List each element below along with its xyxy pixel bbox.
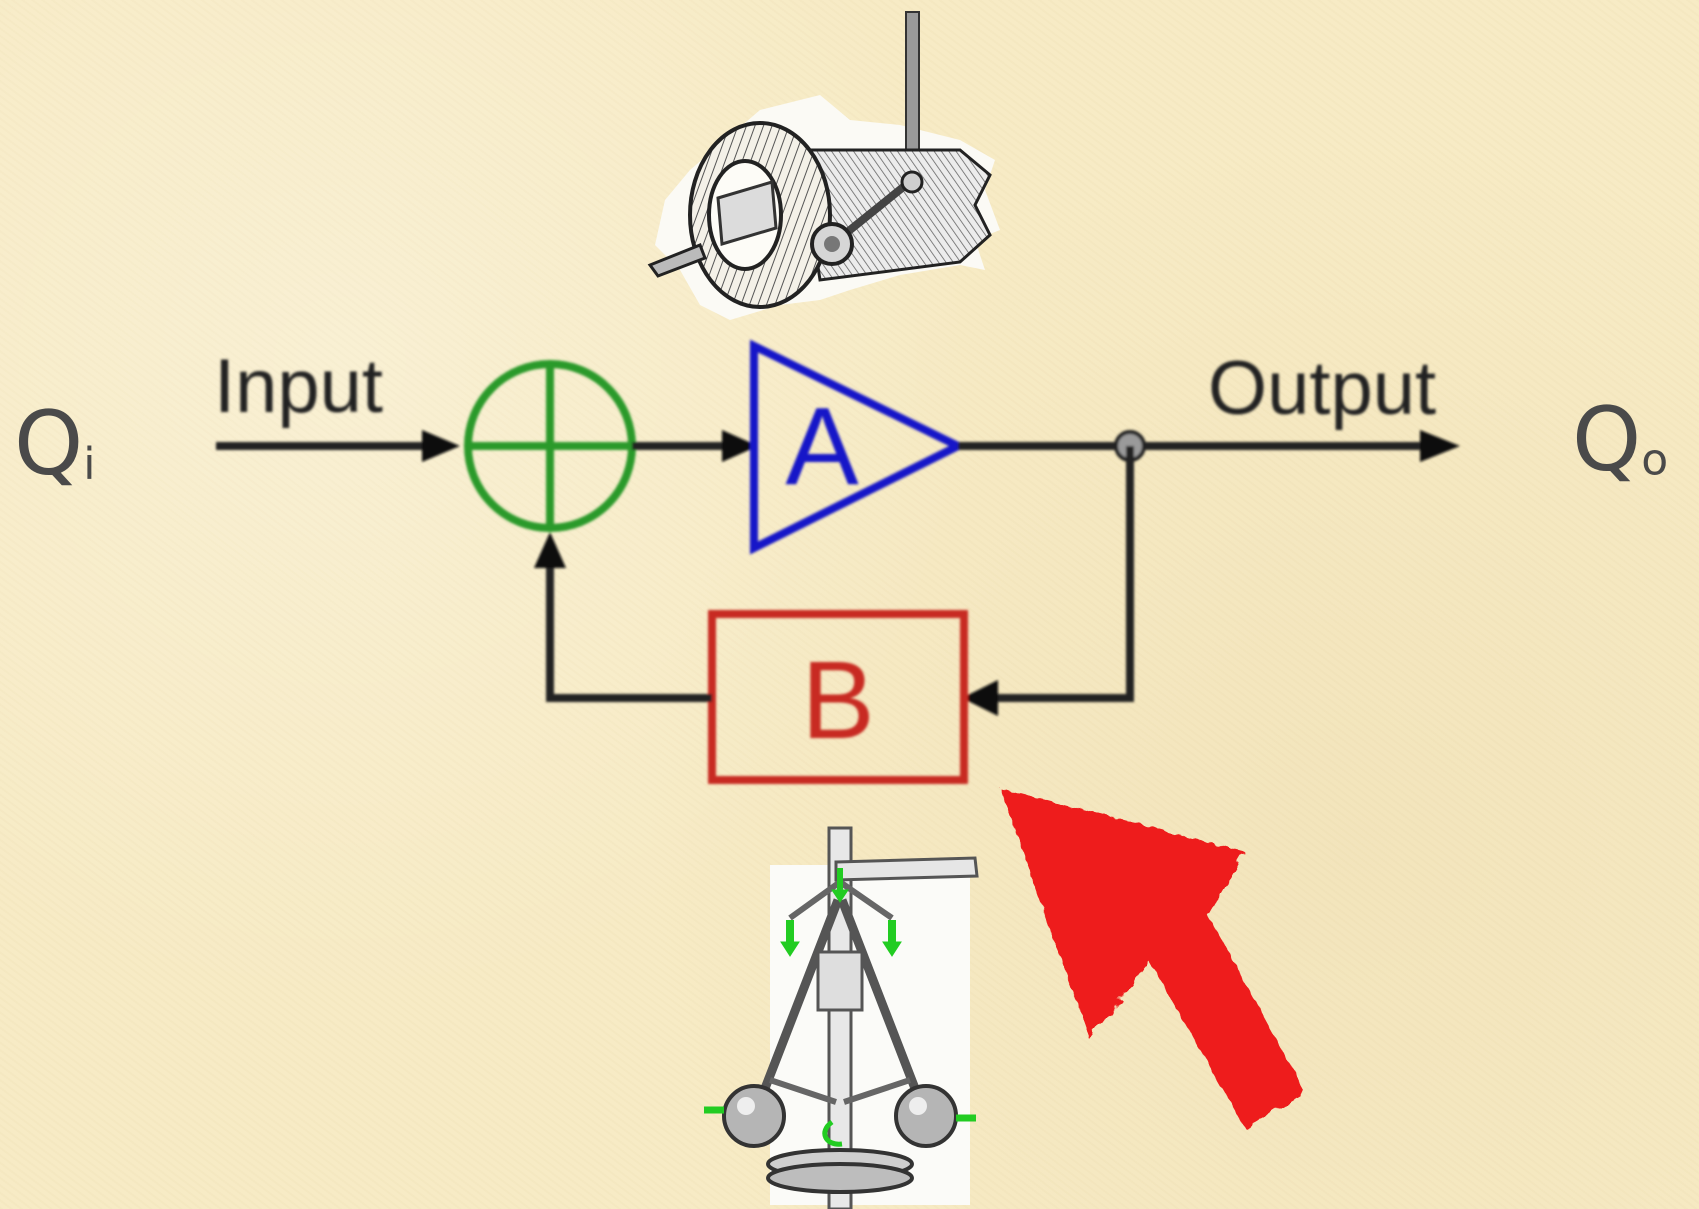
a-input-arrowhead [722,430,758,462]
red-pointer-arrow-icon [1000,788,1305,1128]
output-arrowhead [1420,430,1460,462]
feedback-to-summer-line [546,560,712,702]
q-input-symbol: Q [14,392,84,495]
amplifier-block-a [750,339,968,555]
block-b-label: B [801,639,874,762]
block-diagram: A B Input Output [214,339,1460,784]
governor-motion-arrows [704,868,976,1147]
q-input-subscript: i [83,438,96,490]
feedback-return-line [972,446,1134,702]
q-output-symbol: Q [1572,388,1642,491]
block-a-label: A [785,385,859,508]
summer-feedback-arrowhead [534,532,566,568]
valve-engraving-icon [647,11,1000,320]
input-arrowhead [422,430,460,462]
q-output-label: Qo [1572,396,1668,484]
output-label: Output [1208,346,1436,431]
input-label: Input [214,344,383,429]
q-input-label: Qi [14,400,96,488]
b-input-arrowhead [962,680,998,716]
centrifugal-governor-icon [704,826,979,1209]
q-output-subscript: o [1641,434,1669,486]
